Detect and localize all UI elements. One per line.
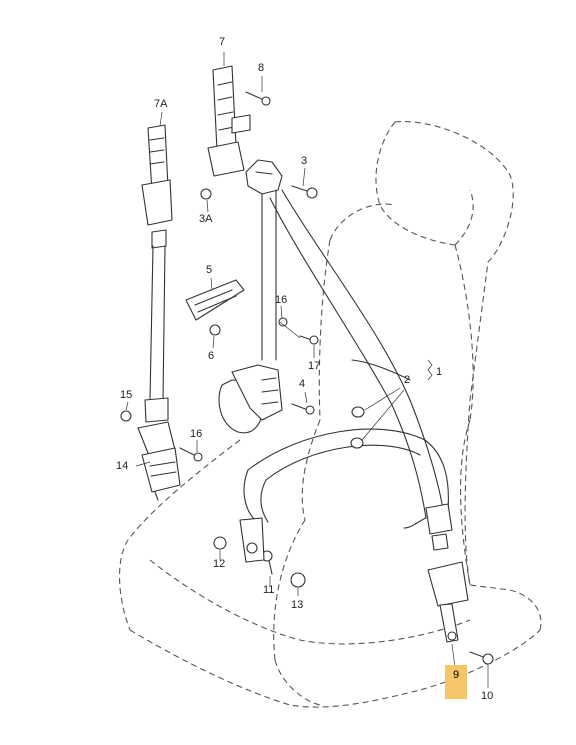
nut-3a: [200, 188, 212, 200]
label-8: 8: [258, 62, 265, 74]
label-17: 17: [308, 360, 321, 372]
d-ring-guide: [245, 159, 283, 195]
label-3: 3: [301, 155, 308, 167]
label-12: 12: [213, 558, 226, 570]
buckle-tongue: [425, 503, 453, 551]
retractor: [218, 364, 283, 434]
bolt-8: [245, 91, 271, 106]
label-7: 7: [219, 36, 226, 48]
belt-webbing: [243, 177, 449, 529]
washer-13: [290, 572, 306, 588]
nut-15: [120, 410, 132, 422]
bolt-11: [261, 550, 273, 575]
bolt-3: [291, 185, 318, 199]
highlight-9: 9: [445, 665, 467, 699]
seat-outline: [119, 120, 542, 708]
bracket-5: [185, 279, 245, 321]
height-adjuster-7a: [141, 124, 173, 423]
label-2: 2: [404, 374, 411, 386]
label-11: 11: [263, 584, 275, 596]
label-13: 13: [291, 599, 304, 611]
nut-6: [209, 324, 221, 336]
buckle-14: [137, 421, 181, 501]
label-5: 5: [206, 264, 213, 276]
callout-leaders: [125, 52, 489, 688]
label-14: 14: [116, 460, 129, 472]
bolt-17: [299, 335, 319, 345]
lower-anchor: [239, 517, 265, 563]
height-adjuster-7: [207, 65, 251, 177]
label-3a: 3A: [199, 213, 213, 225]
label-9: 9: [452, 669, 460, 681]
anchor-2: [350, 406, 365, 449]
label-1: 1: [436, 366, 443, 378]
label-7a: 7A: [154, 98, 168, 110]
label-16-bottom: 16: [190, 428, 203, 440]
label-6: 6: [208, 350, 215, 362]
buckle-9: [427, 561, 469, 643]
bolt-4: [291, 403, 315, 415]
bolt-16b: [179, 447, 203, 462]
label-10: 10: [481, 690, 494, 702]
label-15: 15: [120, 389, 133, 401]
label-16-top: 16: [275, 294, 288, 306]
nut-16: [278, 317, 288, 327]
label-4: 4: [299, 378, 306, 390]
washer-12: [213, 536, 227, 550]
bolt-10: [469, 651, 494, 665]
